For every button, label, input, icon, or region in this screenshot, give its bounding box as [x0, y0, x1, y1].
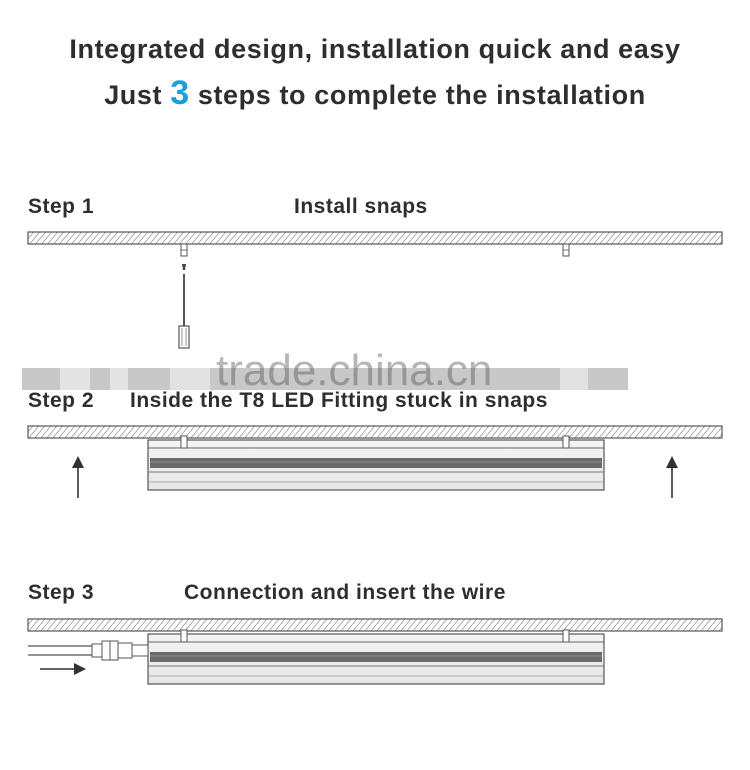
step-2-label: Step 2 [28, 389, 95, 412]
watermark-band [22, 368, 628, 390]
step-3-title: Connection and insert the wire [184, 581, 506, 604]
step-3-led-tube [147, 629, 605, 685]
screwdriver-icon [178, 264, 190, 349]
step-2-led-tube [147, 435, 605, 491]
watermark-text: trade.china.cn [216, 346, 493, 395]
step-2-ceiling [27, 425, 723, 439]
step-1-snap-left [180, 243, 188, 257]
step-1-label: Step 1 [28, 195, 95, 218]
headline-line-1: Integrated design, installation quick an… [69, 34, 681, 64]
step-1-title: Install snaps [294, 195, 428, 218]
right-arrow-icon [40, 663, 86, 675]
up-arrow-right-icon [666, 456, 678, 498]
up-arrow-left-icon [72, 456, 84, 498]
power-wire [28, 645, 92, 656]
headline-line-2: Just 3 steps to complete the installatio… [0, 74, 750, 113]
step-1-ceiling [27, 231, 723, 245]
headline-prefix: Just [104, 80, 171, 110]
step-2-title: Inside the T8 LED Fitting stuck in snaps [130, 389, 548, 412]
step-3-ceiling [27, 618, 723, 632]
step-3-label: Step 3 [28, 581, 95, 604]
headline-suffix: steps to complete the installation [189, 80, 646, 110]
step-count: 3 [170, 74, 190, 112]
wire-connector-icon [91, 640, 149, 661]
step-1-snap-right [562, 243, 570, 257]
